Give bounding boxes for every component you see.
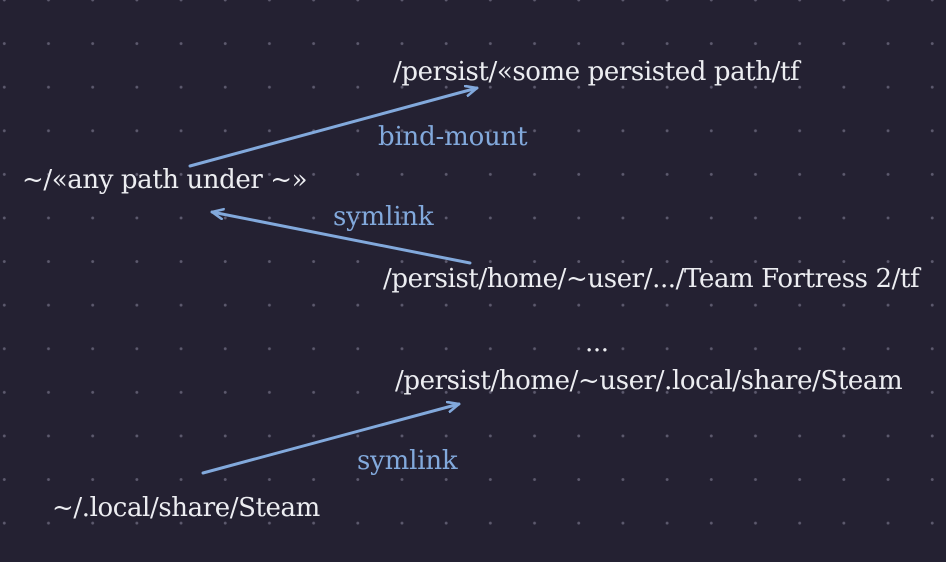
ellipsis-text: ... [585, 328, 609, 358]
path-node-home-any-path: ~/«any path under ~» [22, 165, 308, 195]
edge-label-symlink-lower: symlink [357, 446, 458, 476]
path-node-persist-team-fortress: /persist/home/~user/.../Team Fortress 2/… [383, 264, 920, 294]
path-node-persist-steam: /persist/home/~user/.local/share/Steam [395, 366, 903, 396]
path-node-persist-some-path: /persist/«some persisted path/tf [393, 57, 800, 87]
edge-label-bind-mount: bind-mount [378, 122, 528, 152]
path-node-home-steam: ~/.local/share/Steam [52, 493, 320, 523]
edge-label-symlink-upper: symlink [333, 202, 434, 232]
